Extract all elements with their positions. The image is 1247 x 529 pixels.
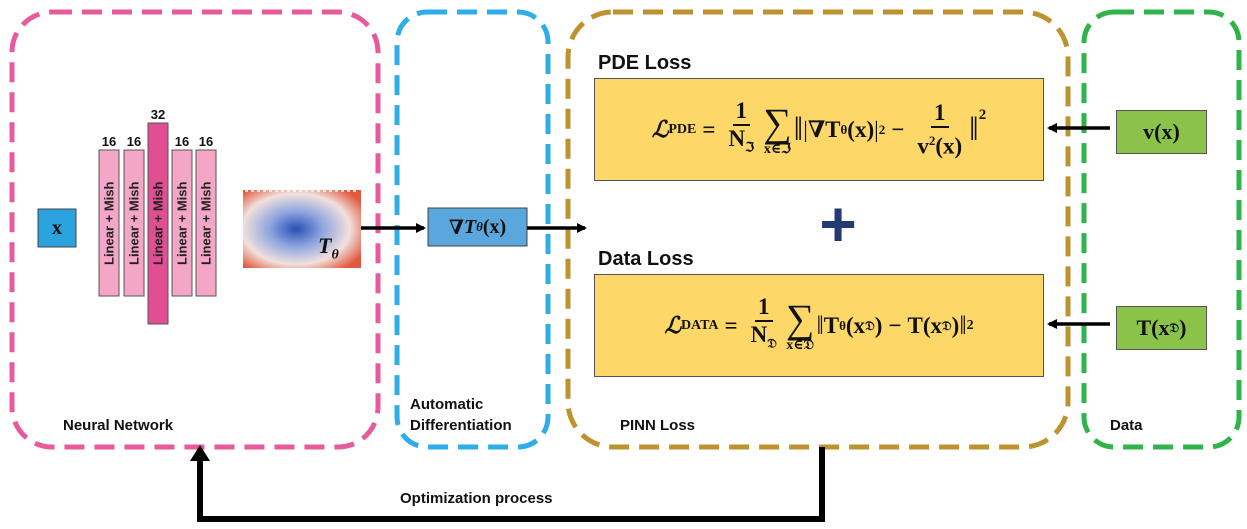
pde-frac-numerator: 1 (732, 98, 751, 127)
data-T-theta-arg-sub: 𝔇 (865, 317, 875, 333)
pde-close-norm: ‖ (969, 110, 979, 148)
data-group-border (1081, 9, 1242, 450)
plus-sign: + (819, 188, 857, 260)
pde-frac2-numerator: 1 (931, 100, 949, 128)
output-field-image (243, 190, 361, 268)
pde-sum-index: x∈ℑ (763, 141, 791, 157)
data-label: Data (1110, 417, 1143, 434)
layer-5-rect (195, 149, 217, 297)
data-L-symbol: ℒ (664, 312, 681, 338)
pde-fraction: 1 Nℑ (725, 98, 757, 161)
data-frac-denominator: N (750, 322, 768, 348)
pde-sum-symbol: ∑ (763, 99, 792, 145)
output-T-symbol: T (318, 233, 332, 258)
pde-frac-denominator-sub: ℑ (745, 139, 755, 155)
gradient-nabla: ∇ (448, 216, 464, 239)
layer-4-label: Linear + Mish (174, 181, 190, 265)
pde-grad-arg: (x) (847, 116, 875, 142)
data-L-subscript: DATA (680, 317, 719, 333)
data-T-observed: T(x (907, 312, 943, 338)
data-open-norm: ‖ (816, 310, 824, 340)
layer-1-size: 16 (101, 134, 117, 149)
autodiff-label-line1: Automatic (410, 396, 484, 413)
input-x-label: x (52, 216, 62, 239)
layer-3-label: Linear + Mish (150, 181, 166, 266)
data-T-theta-sub: θ (839, 317, 846, 333)
pde-grad-subscript: θ (840, 121, 848, 137)
data-loss-title: Data Loss (598, 248, 694, 270)
layer-5-size: 16 (198, 134, 214, 149)
layer-3-size: 32 (150, 107, 166, 122)
T-input-close: ) (1179, 315, 1187, 340)
data-close-norm: ‖ (959, 310, 967, 340)
neural-network-label: Neural Network (63, 417, 174, 434)
pde-inner-bar-right: | (874, 116, 879, 142)
data-T-observed-close: ) (951, 312, 960, 338)
output-T-subscript: θ (331, 247, 339, 263)
optimization-loop-arrowhead (190, 445, 210, 461)
pde-equals: = (702, 116, 716, 142)
output-T-label: Tθ (318, 233, 339, 263)
layer-4-size: 16 (174, 134, 190, 149)
gradient-subscript: θ (476, 219, 483, 234)
layer-3-rect (147, 122, 169, 325)
pde-sum: ∑ x∈ℑ (763, 99, 792, 157)
pde-frac2-square: 2 (928, 132, 936, 148)
optimization-label: Optimization process (400, 490, 553, 507)
pde-minus: − (891, 116, 905, 142)
data-minus: − (888, 312, 902, 338)
data-T-theta-arg-open: (x (845, 312, 866, 338)
data-sum-symbol: ∑ (785, 295, 815, 341)
data-fraction: 1 N𝔇 (748, 294, 780, 357)
pde-open-norm: ‖ (793, 110, 804, 148)
layer-2-rect (123, 149, 145, 297)
pde-grad-T: ∇T (807, 117, 841, 142)
pde-frac2-arg: (x) (935, 133, 963, 159)
data-T-theta: T (823, 312, 840, 338)
optimization-loop-line (197, 447, 825, 522)
data-T-theta-arg-close: ) (874, 312, 883, 338)
data-equals: = (724, 312, 738, 338)
pde-L-symbol: ℒ (651, 116, 669, 142)
T-input-main: T(x (1136, 315, 1170, 340)
data-T-observed-sub: 𝔇 (942, 317, 952, 333)
pde-frac2-v: v (917, 133, 929, 159)
layer-2-size: 16 (126, 134, 142, 149)
v-input-box: v(x) (1116, 110, 1207, 154)
data-sum-index: x∈𝔇 (786, 337, 815, 353)
pde-L-subscript: PDE (668, 121, 697, 137)
input-x-box (37, 208, 77, 248)
pde-loss-title: PDE Loss (598, 52, 692, 74)
layer-1-rect (98, 149, 120, 297)
pde-fraction-2: 1 v2(x) (914, 100, 965, 160)
T-input-sub: 𝔇 (1169, 320, 1180, 335)
data-frac-denominator-sub: 𝔇 (767, 335, 777, 351)
pinn-loss-label: PINN Loss (620, 417, 696, 434)
layer-2-label: Linear + Mish (126, 181, 142, 265)
pde-frac-denominator: N (728, 126, 746, 152)
data-outer-square: 2 (966, 317, 974, 333)
layer-1-label: Linear + Mish (101, 181, 117, 265)
data-sum: ∑ x∈𝔇 (785, 295, 815, 353)
gradient-T: T (463, 215, 477, 238)
layer-5-label: Linear + Mish (198, 181, 214, 265)
gradient-arg: (x) (482, 215, 507, 238)
autodiff-label-line2: Differentiation (410, 417, 512, 434)
gradient-box (427, 207, 528, 247)
layer-4-rect (171, 149, 193, 297)
pde-inner-bar-left: | (803, 116, 808, 142)
pde-outer-square: 2 (978, 107, 987, 123)
data-frac-numerator: 1 (755, 294, 773, 323)
pde-inner-square: 2 (878, 121, 886, 137)
